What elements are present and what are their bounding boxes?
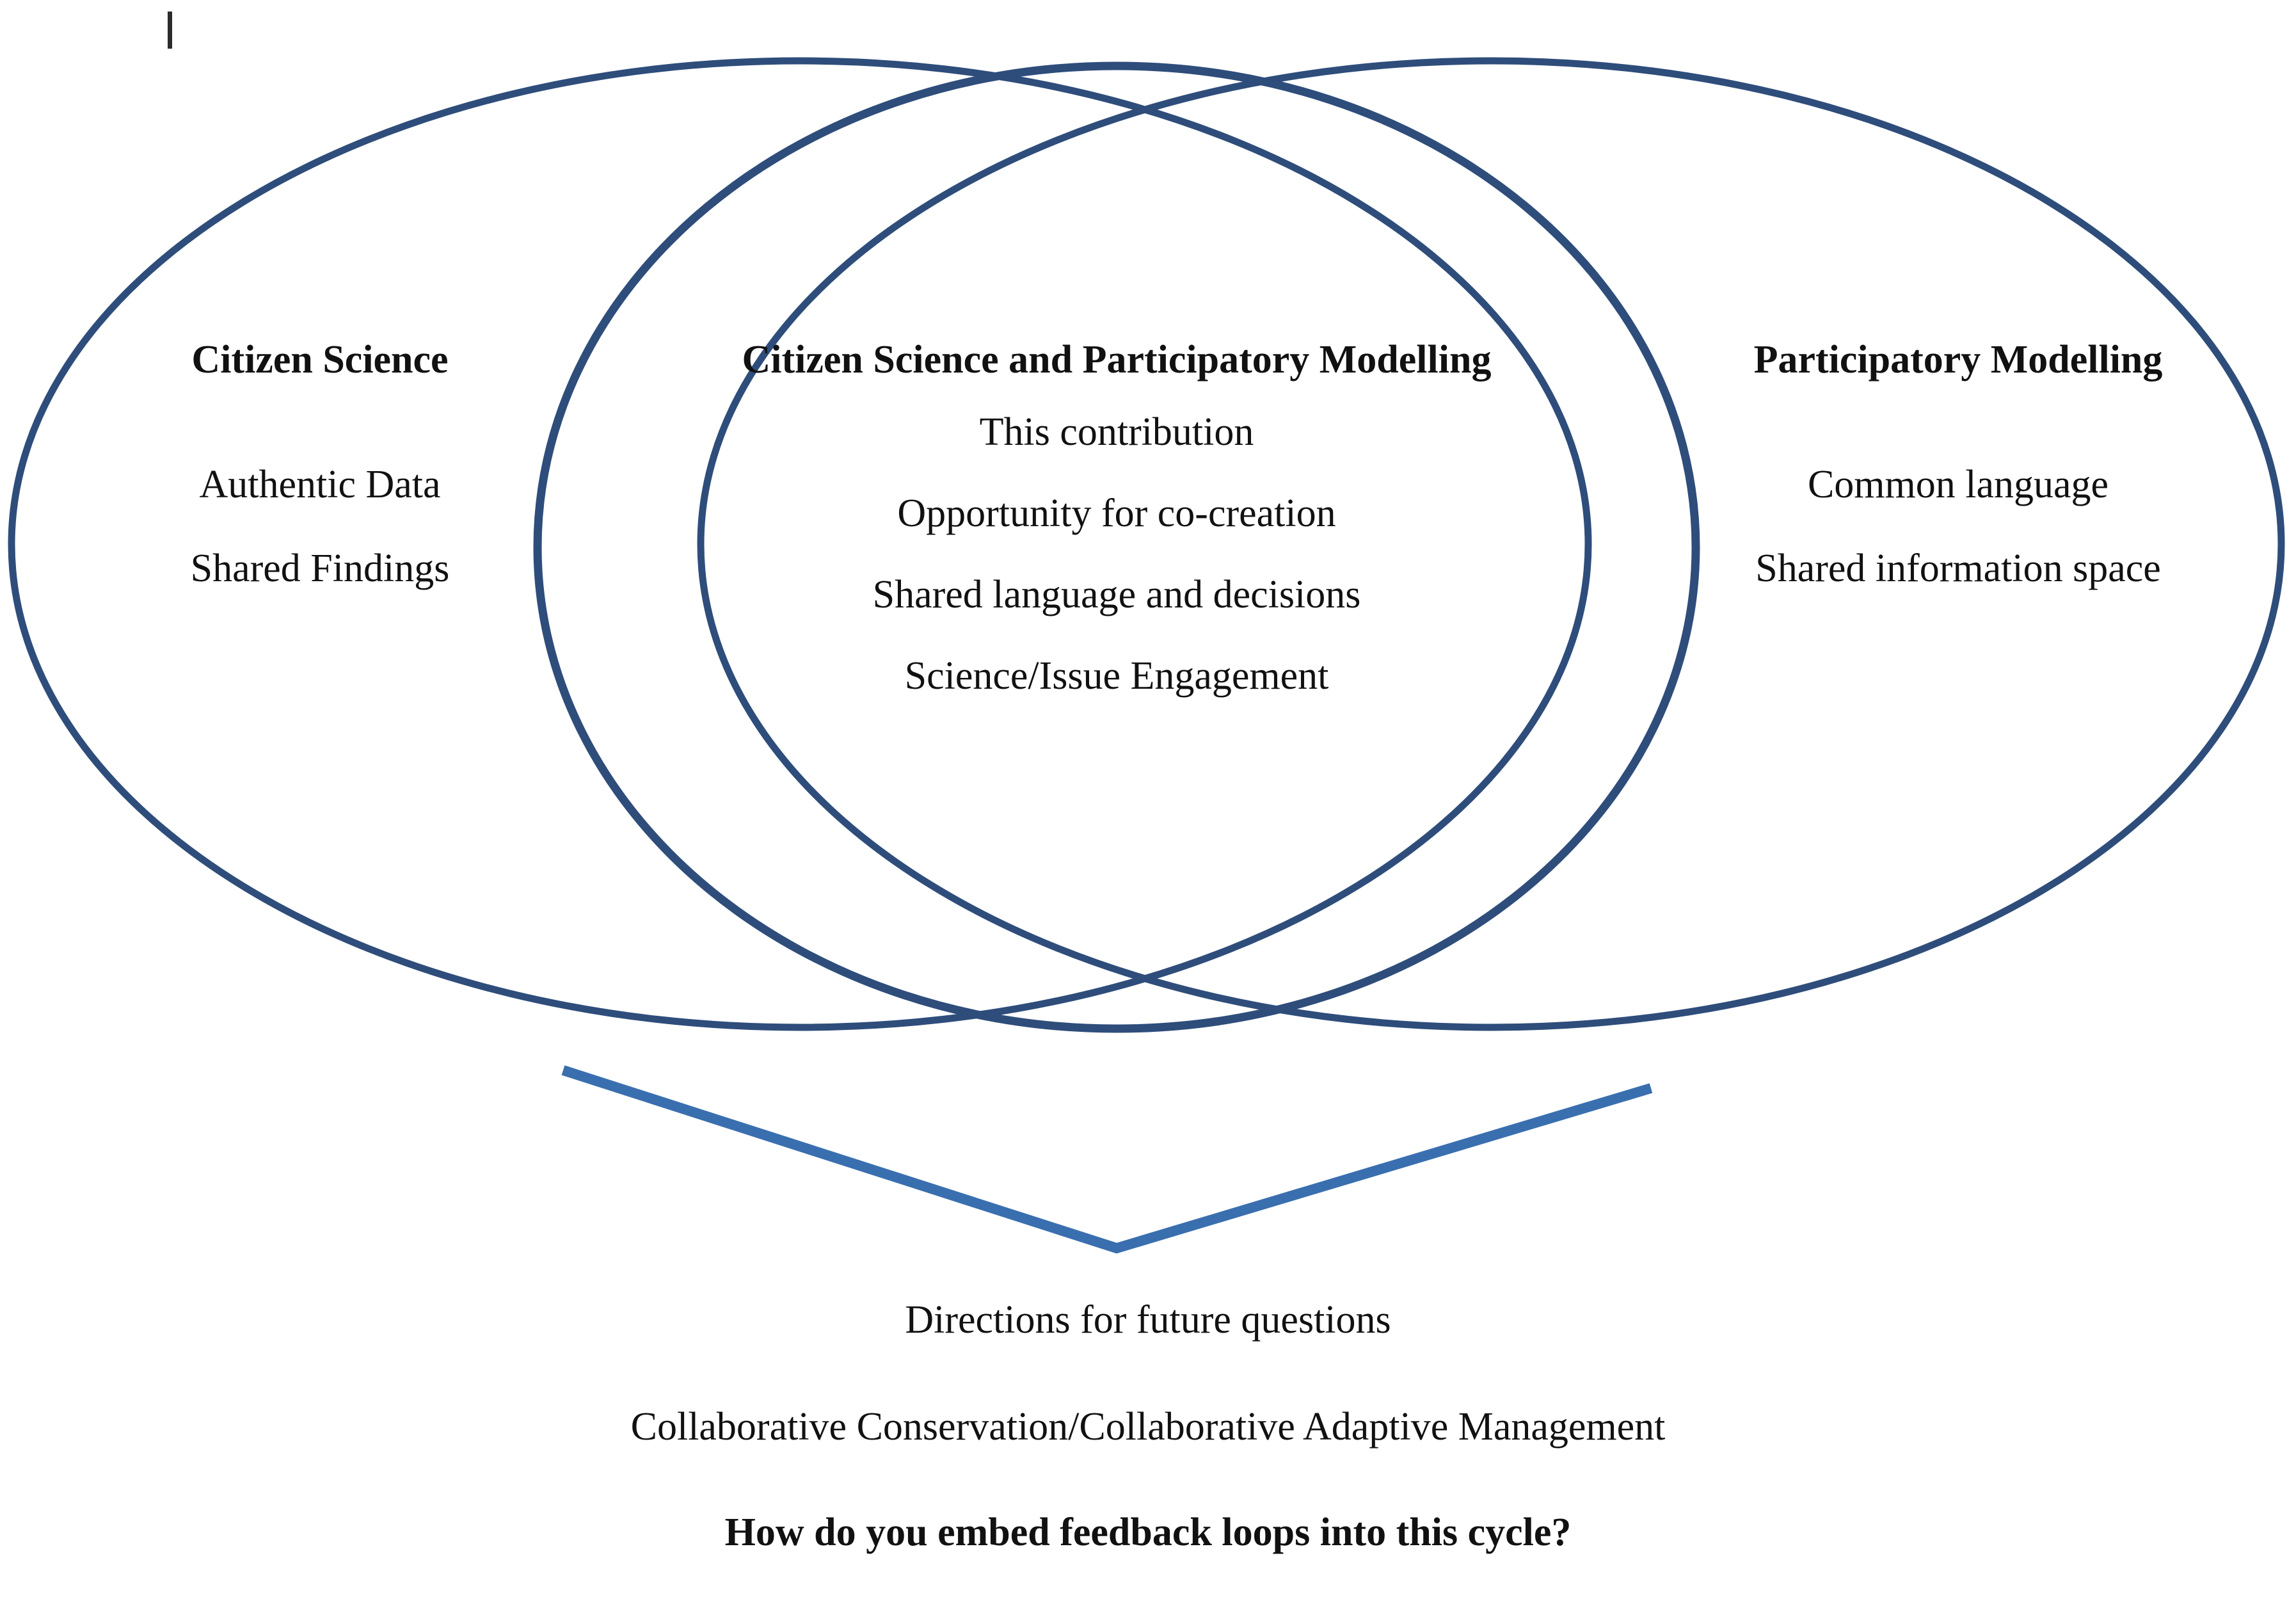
outcome-line-1: Directions for future questions [905,1298,1391,1342]
right-set-item-1: Common language [1807,463,2109,507]
intersection-set-heading: Citizen Science and Participatory Modell… [742,338,1492,381]
outcome-block: Directions for future questions Collabor… [0,1299,2296,1554]
left-set-column: Citizen Science Authentic Data Shared Fi… [77,339,563,590]
caret-mark-icon [168,12,172,49]
right-set-column: Participatory Modelling Common language … [1670,339,2246,590]
intersection-set-item-1: This contribution [979,410,1254,454]
intersection-set-item-3: Shared language and decisions [872,573,1361,617]
left-set-item-2: Shared Findings [190,547,450,591]
intersection-set-column: Citizen Science and Participatory Modell… [563,339,1670,697]
left-set-item-1: Authentic Data [199,463,441,507]
right-set-heading: Participatory Modelling [1753,338,2163,381]
outcome-line-2: Collaborative Conservation/Collaborative… [630,1405,1666,1449]
right-set-item-2: Shared information space [1755,547,2161,591]
left-set-heading: Citizen Science [191,338,449,381]
v-connector-arrow [561,1065,1653,1254]
intersection-set-item-4: Science/Issue Engagement [904,654,1329,698]
intersection-set-item-2: Opportunity for co-creation [897,492,1336,536]
outcome-question: How do you embed feedback loops into thi… [724,1511,1572,1555]
